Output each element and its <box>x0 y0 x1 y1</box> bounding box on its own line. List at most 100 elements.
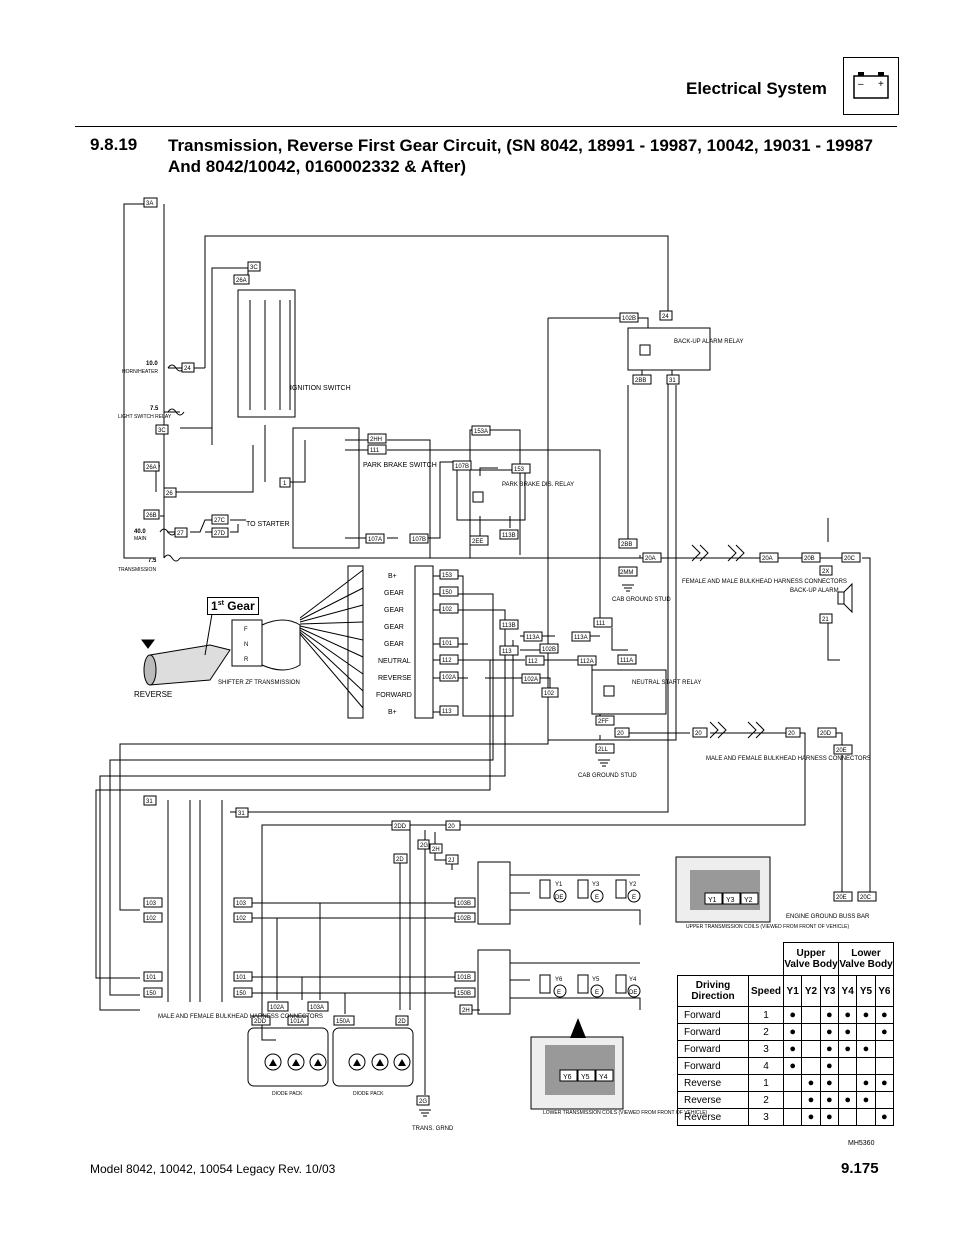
wire-label: 103 <box>146 901 157 907</box>
lower-coil-symbols <box>539 974 641 998</box>
wire-label: 150B <box>457 991 471 997</box>
svg-text:DE: DE <box>555 895 563 901</box>
section-header: Electrical System <box>686 79 827 98</box>
fuse-name-3: MAIN <box>134 536 147 542</box>
wire-label: 27 <box>177 531 184 537</box>
svg-text:Y5: Y5 <box>592 977 600 983</box>
wire-label: 150 <box>146 991 157 997</box>
bulkhead-connector-icons <box>691 544 765 739</box>
page-number: 9.175 <box>841 1160 879 1177</box>
shifter-pos: GEAR <box>384 624 404 631</box>
wire-label: 102B <box>542 647 556 653</box>
valve-col: Y2 <box>801 975 821 1007</box>
fuse-amp-2: 7.5 <box>150 406 159 412</box>
speed-cell: 3 <box>748 1040 784 1058</box>
lower-valve-header: Lower Valve Body <box>838 942 894 976</box>
wire-label: 26 <box>166 491 173 497</box>
wire-label: 20 <box>448 824 455 830</box>
wire-runs <box>95 203 871 1095</box>
direction-cell: Forward <box>677 1057 749 1075</box>
shifter-pos: GEAR <box>384 590 404 597</box>
coil-y4-icon <box>615 974 627 994</box>
wire-label: 20A <box>762 556 773 562</box>
figure-id: MH5360 <box>848 1140 875 1147</box>
fuse-light-switch-icon <box>167 408 185 416</box>
valve-mark: ● <box>819 1006 840 1024</box>
section-number: 9.8.19 <box>90 135 138 154</box>
valve-mark <box>801 1057 821 1075</box>
direction-cell: Reverse <box>677 1074 749 1092</box>
diode-pack-label-1: DIODE PACK <box>272 1091 303 1097</box>
valve-mark: ● <box>856 1006 876 1024</box>
coil-y3-icon <box>577 879 589 899</box>
coil-y6-icon <box>539 974 551 994</box>
diode-packs <box>247 1027 414 1087</box>
park-relay-coil-icon <box>472 491 484 503</box>
shifter-pos: GEAR <box>384 641 404 648</box>
valve-mark <box>782 1091 803 1109</box>
fuse-name-4: TRANSMISSION <box>118 567 156 573</box>
cab-ground-label-2: CAB GROUND STUD <box>578 773 637 779</box>
direction-cell: Forward <box>677 1006 749 1024</box>
wire-label: 111 <box>596 621 606 627</box>
backup-alarm-icon <box>837 582 853 614</box>
wire-label: 153 <box>514 467 525 473</box>
wire-label: 27D <box>214 531 226 537</box>
wire-label: 102B <box>457 916 471 922</box>
bulkhead-bottom-label: MALE AND FEMALE BULKHEAD HARNESS CONNECT… <box>158 1014 323 1020</box>
wire-label: 1 <box>283 481 287 487</box>
wire-label: 20 <box>695 731 702 737</box>
valve-mark <box>856 1057 876 1075</box>
shifter-wire: 153 <box>442 573 453 579</box>
fuse-transmission-icon <box>163 554 181 562</box>
wire-label: 20E <box>836 895 847 901</box>
direction-cell: Reverse <box>677 1091 749 1109</box>
valve-col: Y4 <box>837 975 858 1007</box>
wire-label: 2LL <box>598 747 609 753</box>
engine-buss-label: ENGINE GROUND BUSS BAR <box>786 914 870 920</box>
wire-label: 111 <box>370 448 380 454</box>
shifter-pos: NEUTRAL <box>378 658 411 665</box>
valve-col: Y6 <box>874 975 895 1007</box>
fuse-labels: 10.0 HORN/HEATER 7.5 LIGHT SWITCH RELAY … <box>118 361 172 573</box>
svg-text:DE: DE <box>629 990 637 996</box>
gear-callout: 1st Gear <box>207 597 259 615</box>
component-labels: IGNITION SWITCH PARK BRAKE SWITCH PARK B… <box>134 339 875 1147</box>
battery-icon: – + <box>843 57 899 115</box>
wire-label: 107A <box>368 537 382 543</box>
wire-label: 20D <box>820 731 832 737</box>
wire-label: 103B <box>457 901 471 907</box>
battery-plus: + <box>878 79 884 90</box>
wire-label: 101B <box>457 975 471 981</box>
svg-text:Y1: Y1 <box>708 897 717 904</box>
coil-y1-icon <box>539 879 551 899</box>
svg-text:R: R <box>244 657 249 663</box>
wire-label: 20A <box>645 556 656 562</box>
shifter-wire: 102A <box>442 675 456 681</box>
valve-mark <box>874 1057 895 1075</box>
shifter-wire: 113 <box>442 709 452 715</box>
shifter-wire: 101 <box>442 641 453 647</box>
backup-alarm-label: BACK-UP ALARM <box>790 588 839 594</box>
wire-label: 2G <box>420 843 428 849</box>
svg-text:Y3: Y3 <box>592 882 600 888</box>
neutral-relay-label: NEUTRAL START RELAY <box>632 680 701 686</box>
svg-text:E: E <box>595 895 599 901</box>
valve-mark: ● <box>837 1040 858 1058</box>
wire-label: 2H <box>432 847 440 853</box>
valve-col: Y3 <box>819 975 840 1007</box>
cab-ground-label-1: CAB GROUND STUD <box>612 597 671 603</box>
wire-label: 102 <box>146 916 157 922</box>
backup-relay-coil-icon <box>639 344 651 356</box>
wire-label: 101 <box>146 975 157 981</box>
valve-mark <box>837 1057 858 1075</box>
neutral-relay-coil-icon <box>603 685 615 697</box>
valve-mark: ● <box>856 1091 876 1109</box>
direction-header: Driving Direction <box>677 975 749 1007</box>
svg-text:E: E <box>595 990 599 996</box>
valve-mark: ● <box>819 1108 840 1126</box>
speed-cell: 2 <box>748 1091 784 1109</box>
shifter-lever-icon <box>141 607 301 686</box>
wire-label: 113A <box>526 635 540 641</box>
valve-mark: ● <box>837 1091 858 1109</box>
